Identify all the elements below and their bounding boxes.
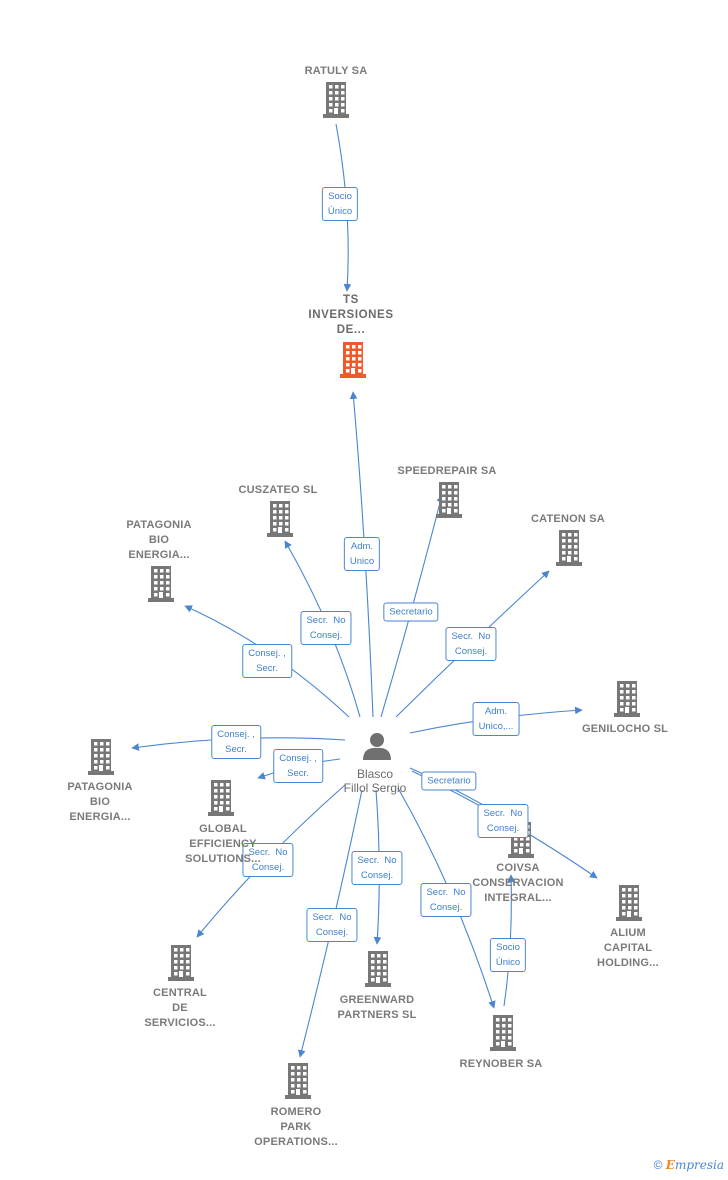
building-icon-alium[interactable] bbox=[616, 885, 642, 921]
edge-label-center-to-catenon[interactable]: Secr. No Consej. bbox=[445, 627, 497, 661]
building-icon-patagonia1[interactable] bbox=[148, 566, 174, 602]
footer-brand: © Empresia bbox=[654, 1158, 724, 1172]
building-icon-reynober[interactable] bbox=[490, 1015, 516, 1051]
brand-logo-rest: mpresia bbox=[674, 1158, 724, 1172]
company-label-alium[interactable]: ALIUM CAPITAL HOLDING... bbox=[597, 927, 659, 969]
edge-label-center-to-global[interactable]: Consej. , Secr. bbox=[273, 749, 323, 783]
building-icon-greenward[interactable] bbox=[365, 951, 391, 987]
company-label-global[interactable]: GLOBAL EFFICIENCY SOLUTIONS... bbox=[185, 823, 261, 865]
company-label-cuszateo[interactable]: CUSZATEO SL bbox=[238, 484, 318, 496]
company-label-patagonia1[interactable]: PATAGONIA BIO ENERGIA... bbox=[126, 519, 192, 561]
company-label-speedrepair[interactable]: SPEEDREPAIR SA bbox=[397, 465, 497, 477]
building-icon-ts[interactable] bbox=[340, 342, 366, 378]
company-label-central[interactable]: CENTRAL DE SERVICIOS... bbox=[144, 987, 216, 1029]
building-icon-speedrepair[interactable] bbox=[436, 482, 462, 518]
building-icon-catenon[interactable] bbox=[556, 530, 582, 566]
company-label-patagonia2[interactable]: PATAGONIA BIO ENERGIA... bbox=[67, 781, 133, 823]
edge-label-ratuly-to-ts[interactable]: Socio Único bbox=[321, 187, 359, 221]
company-label-genilocho[interactable]: GENILOCHO SL bbox=[581, 723, 669, 735]
person-icon[interactable] bbox=[363, 733, 391, 760]
edge-label-center-to-patagonia2[interactable]: Consej. , Secr. bbox=[211, 725, 261, 759]
copyright-symbol: © bbox=[653, 1158, 663, 1172]
edge-label-center-to-genilocho[interactable]: Adm. Unico,... bbox=[472, 702, 520, 736]
edge-label-center-to-patagonia1[interactable]: Consej. , Secr. bbox=[242, 644, 292, 678]
edge-label-center-to-ts[interactable]: Adm. Unico bbox=[343, 537, 381, 571]
edge-label-center-to-alium[interactable]: Secr. No Consej. bbox=[477, 804, 529, 838]
building-icon-global[interactable] bbox=[208, 780, 234, 816]
company-label-catenon[interactable]: CATENON SA bbox=[531, 513, 605, 525]
edge-label-center-to-reynober[interactable]: Secr. No Consej. bbox=[420, 883, 472, 917]
building-icon-romero[interactable] bbox=[285, 1063, 311, 1099]
edge-label-center-to-speedrepair[interactable]: Secretario bbox=[383, 602, 439, 622]
company-label-ts[interactable]: TS INVERSIONES DE... bbox=[308, 294, 394, 336]
edge-label-center-to-coivsa[interactable]: Secretario bbox=[421, 771, 477, 791]
edge-label-center-to-cuszateo[interactable]: Secr. No Consej. bbox=[300, 611, 352, 645]
edge-label-center-to-romero[interactable]: Secr. No Consej. bbox=[306, 908, 358, 942]
building-icon-central[interactable] bbox=[168, 945, 194, 981]
company-label-reynober[interactable]: REYNOBER SA bbox=[459, 1058, 543, 1070]
company-label-ratuly[interactable]: RATULY SA bbox=[304, 65, 368, 77]
company-label-coivsa[interactable]: COIVSA CONSERVACION INTEGRAL... bbox=[472, 862, 564, 904]
brand-logo-initial: E bbox=[665, 1158, 675, 1172]
building-icon-cuszateo[interactable] bbox=[267, 501, 293, 537]
company-label-romero[interactable]: ROMERO PARK OPERATIONS... bbox=[254, 1106, 338, 1148]
building-icon-patagonia2[interactable] bbox=[88, 739, 114, 775]
edge-label-center-to-central[interactable]: Secr. No Consej. bbox=[242, 843, 294, 877]
company-label-greenward[interactable]: GREENWARD PARTNERS SL bbox=[337, 994, 417, 1021]
building-icon-ratuly[interactable] bbox=[323, 82, 349, 118]
person-name-label[interactable]: Blasco Fillol Sergio bbox=[343, 767, 407, 795]
edge-label-reynober-to-coivsa[interactable]: Socio Único bbox=[489, 938, 527, 972]
edge-label-center-to-greenward[interactable]: Secr. No Consej. bbox=[351, 851, 403, 885]
building-icon-genilocho[interactable] bbox=[614, 681, 640, 717]
